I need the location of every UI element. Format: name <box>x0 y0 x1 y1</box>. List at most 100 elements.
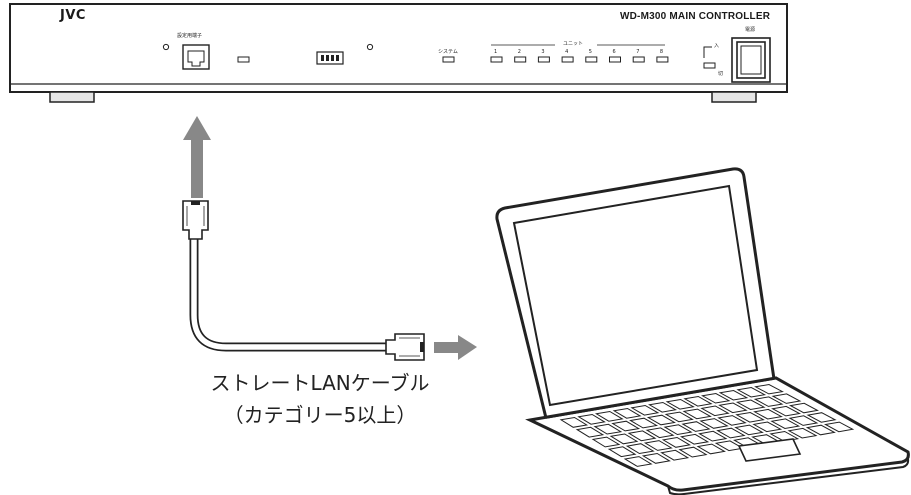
controller-foot-right <box>711 91 757 103</box>
laptop-screen <box>512 184 759 407</box>
keyboard-key <box>593 423 623 435</box>
keyboard-key <box>735 411 765 423</box>
system-label: システム <box>438 49 458 55</box>
cable-body <box>189 238 388 352</box>
controller-front-panel <box>9 3 788 93</box>
keyboard-key <box>641 452 671 464</box>
keyboard-key <box>734 424 764 436</box>
unit-number: 1 <box>494 49 498 55</box>
power-lamp <box>703 62 716 69</box>
keyboard-key <box>754 383 784 395</box>
keyboard-key <box>806 412 837 423</box>
keyboard-key <box>594 410 624 422</box>
keyboard-key <box>700 405 730 417</box>
laptop-touchpad <box>737 438 802 462</box>
unit-number: 7 <box>636 49 640 55</box>
unit-lamp <box>585 56 598 63</box>
power-on-label: 入 <box>714 43 720 49</box>
keyboard-key <box>701 392 731 404</box>
keyboard-key <box>823 421 855 433</box>
keyboard-key <box>717 415 747 426</box>
keyboard-key <box>678 446 708 458</box>
keyboard-key <box>660 449 690 461</box>
keyboard-key <box>718 402 748 414</box>
keyboard-key <box>805 424 836 436</box>
unit-lamp <box>609 56 621 63</box>
keyboard-key <box>629 417 659 429</box>
keyboard-key <box>623 456 653 467</box>
unit-lamp <box>537 56 550 63</box>
controller-unit <box>9 3 788 103</box>
cable-caption-line2: （カテゴリー5以上） <box>223 403 417 427</box>
unit-number: 6 <box>612 49 616 55</box>
keyboard-key <box>718 389 749 401</box>
arrow-up-to-controller <box>183 116 211 198</box>
keyboard-key <box>661 436 692 448</box>
keyboard-key <box>753 408 783 420</box>
power-off-label: 切 <box>718 71 724 77</box>
keyboard-key <box>665 398 695 410</box>
keyboard-key <box>752 421 783 433</box>
brand-logo: JVC <box>60 8 86 23</box>
unit-number: 5 <box>588 49 592 55</box>
keyboard-key <box>679 433 710 445</box>
keyboard-key <box>736 386 767 398</box>
keyboard-key <box>612 407 642 419</box>
unit-lamps <box>490 56 669 63</box>
controller-foot-left <box>49 91 95 103</box>
laptop-base <box>525 376 910 492</box>
keyboard-key <box>698 430 728 442</box>
power-label: 電源 <box>745 27 756 33</box>
keyboard-key <box>699 418 729 429</box>
unit-label: ユニット <box>563 41 584 47</box>
unit-lamp <box>561 56 574 63</box>
keyboard-key <box>735 399 766 411</box>
keyboard-key <box>716 427 746 439</box>
setup-port-label: 設定用端子 <box>177 33 203 39</box>
unit-lamp <box>632 56 645 63</box>
unit-number: 2 <box>517 49 521 55</box>
keyboard-key <box>648 401 678 413</box>
unit-lamp <box>490 56 503 63</box>
power-switch <box>731 37 771 83</box>
keyboard-key <box>627 430 657 442</box>
keyboard-key <box>646 414 676 426</box>
unit-number: 4 <box>565 49 569 55</box>
keyboard-key <box>611 420 641 432</box>
unit-number: 8 <box>659 49 664 55</box>
keyboard-key <box>575 426 605 438</box>
keyboard-key <box>559 416 589 428</box>
keyboard-key <box>771 405 802 417</box>
unit-number: 3 <box>541 49 545 55</box>
keyboard-key <box>625 443 655 455</box>
keyboard-key <box>682 408 712 420</box>
indicator-led <box>366 43 374 51</box>
keyboard-key <box>609 433 639 445</box>
keyboard-key <box>664 411 694 423</box>
keyboard-key <box>787 427 818 439</box>
cable-connector-top <box>182 200 209 240</box>
keyboard-key <box>788 402 820 414</box>
keyboard-key <box>696 443 726 455</box>
keyboard-key <box>788 415 819 426</box>
cable-connector-right <box>385 333 425 361</box>
model-name: WD-M300 MAIN CONTROLLER <box>620 11 771 22</box>
keyboard-key <box>645 427 675 439</box>
status-lamp <box>237 56 250 63</box>
system-lamp <box>442 56 455 63</box>
indicator-led <box>162 43 170 51</box>
laptop-keyboard <box>559 383 855 467</box>
keyboard-key <box>577 413 606 425</box>
keyboard-key <box>681 421 711 432</box>
keyboard-key <box>753 396 784 407</box>
unit-lamp <box>514 56 527 63</box>
keyboard-key <box>591 436 621 448</box>
arrow-right-to-laptop <box>434 335 477 360</box>
keyboard-key <box>771 393 802 404</box>
dip-switch <box>316 51 344 65</box>
unit-lamp <box>656 56 669 63</box>
keyboard-key <box>607 446 637 458</box>
lan-cable <box>182 200 425 361</box>
keyboard-key <box>643 440 673 451</box>
